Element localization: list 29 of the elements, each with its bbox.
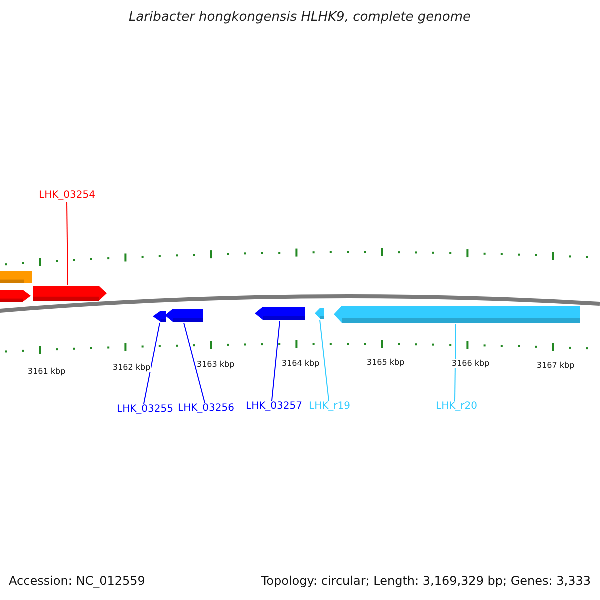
genome-summary: Topology: circular; Length: 3,169,329 bp; Genes: 3,333 [261,574,591,588]
gene-label: LHK_03255 [117,404,174,416]
title: Laribacter hongkongensis HLHK9, complete genome [128,10,472,25]
leader-line [454,324,456,402]
scale-label: 3163 kbp [197,360,235,369]
gene-label: LHK_03254 [39,190,96,202]
gene-block [315,307,324,320]
gene-block [0,289,31,303]
scale-label: 3162 kbp [113,363,151,372]
gene-block [334,305,580,324]
gene-block [33,285,107,302]
gene-block [255,306,305,321]
scale-label: 3166 kbp [452,359,490,368]
leader-line [272,320,280,402]
leader-line [184,322,206,404]
gene-block [0,270,32,284]
scale-label: 3164 kbp [282,359,320,368]
accession-text: Accession: NC_012559 [9,574,146,588]
gene-block [153,310,166,323]
gene-label: LHK_03257 [246,401,302,413]
leader-line [144,322,160,404]
scale-label: 3161 kbp [28,367,66,376]
gene-label: LHK_r20 [436,401,478,413]
gene-label: LHK_03256 [178,403,234,415]
gene-label: LHK_r19 [309,401,350,413]
leader-line [320,320,330,402]
scale-label: 3165 kbp [367,358,405,367]
leader-line [66,202,68,286]
scale-label: 3167 kbp [537,361,575,370]
